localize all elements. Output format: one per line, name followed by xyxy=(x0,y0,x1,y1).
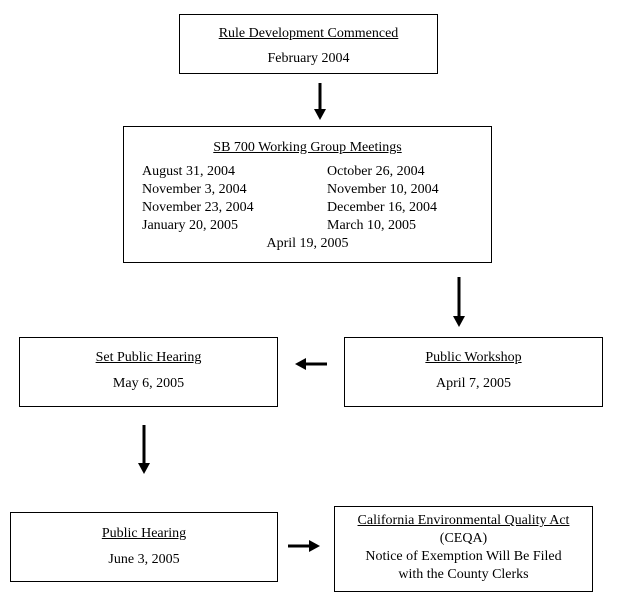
public-hearing-date: June 3, 2005 xyxy=(108,552,180,567)
meeting-date: August 31, 2004 xyxy=(142,164,235,179)
meeting-date-final: April 19, 2005 xyxy=(266,236,349,251)
working-group-box: SB 700 Working Group Meetings August 31,… xyxy=(123,126,492,263)
arrow-down-icon xyxy=(314,83,326,120)
rule-development-title: Rule Development Commenced xyxy=(218,26,399,41)
meeting-date: November 3, 2004 xyxy=(142,182,247,197)
public-workshop-box: Public Workshop April 7, 2005 xyxy=(344,337,603,407)
set-public-hearing-title: Set Public Hearing xyxy=(95,350,202,365)
meeting-date: January 20, 2005 xyxy=(142,218,239,233)
ceqa-box: California Environmental Quality Act (CE… xyxy=(334,506,593,592)
meeting-date: November 23, 2004 xyxy=(142,200,254,215)
meeting-date: March 10, 2005 xyxy=(327,218,417,233)
public-workshop-title: Public Workshop xyxy=(425,350,522,365)
meeting-date: November 10, 2004 xyxy=(327,182,439,197)
set-public-hearing-box: Set Public Hearing May 6, 2005 xyxy=(19,337,278,407)
public-hearing-box: Public Hearing June 3, 2005 xyxy=(10,512,278,582)
rule-development-box: Rule Development Commenced February 2004 xyxy=(179,14,438,74)
public-workshop-date: April 7, 2005 xyxy=(435,376,512,391)
arrow-right-icon xyxy=(288,540,320,552)
ceqa-acronym: (CEQA) xyxy=(439,531,488,546)
arrow-down-icon xyxy=(138,425,150,474)
meeting-date: October 26, 2004 xyxy=(327,164,425,179)
ceqa-notice-line: Notice of Exemption Will Be Filed xyxy=(365,549,562,564)
set-public-hearing-date: May 6, 2005 xyxy=(112,376,185,391)
working-group-title: SB 700 Working Group Meetings xyxy=(213,140,402,155)
arrow-left-icon xyxy=(295,358,327,370)
rule-development-date: February 2004 xyxy=(267,51,350,66)
meeting-date: December 16, 2004 xyxy=(327,200,438,215)
ceqa-notice-line: with the County Clerks xyxy=(398,567,529,582)
arrow-down-icon xyxy=(453,277,465,327)
ceqa-title: California Environmental Quality Act xyxy=(357,513,570,528)
public-hearing-title: Public Hearing xyxy=(101,526,187,541)
